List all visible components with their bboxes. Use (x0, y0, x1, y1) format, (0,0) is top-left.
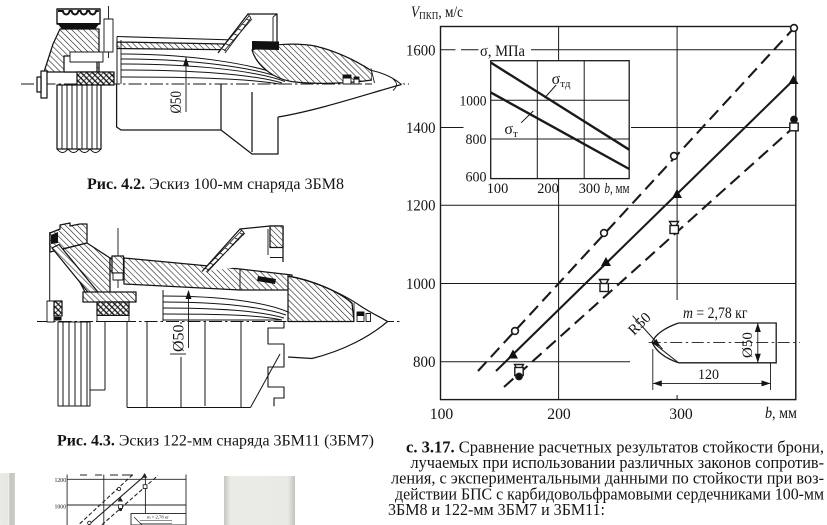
svg-text:ления, с экспериментальными да: ления, с экспериментальными данными по с… (391, 469, 824, 488)
svg-text:600: 600 (466, 170, 487, 186)
svg-text:VПКП, м/с: VПКП, м/с (411, 4, 463, 22)
svg-text:1000: 1000 (406, 276, 436, 293)
svg-text:200: 200 (547, 406, 571, 423)
svg-text:m = 2,78 кг: m = 2,78 кг (683, 305, 748, 322)
svg-text:800: 800 (466, 132, 487, 148)
svg-text:1000: 1000 (55, 504, 67, 511)
svg-text:100: 100 (430, 406, 454, 423)
svg-text:300: 300 (669, 406, 693, 423)
svg-text:Рис. 4.2. Эскиз 100-мм снаряда: Рис. 4.2. Эскиз 100-мм снаряда 3БМ8 (87, 176, 344, 193)
svg-text:Ø50: Ø50 (740, 332, 756, 358)
svg-text:1200: 1200 (406, 198, 436, 215)
svg-text:σ, МПа: σ, МПа (480, 43, 525, 60)
svg-text:120: 120 (698, 367, 719, 383)
svg-text:1400: 1400 (406, 120, 436, 137)
svg-text:1200: 1200 (55, 477, 67, 484)
svg-text:Ø50: Ø50 (171, 324, 188, 352)
svg-text:1000: 1000 (460, 93, 487, 109)
svg-text:m = 2,78 кг: m = 2,78 кг (147, 515, 169, 521)
svg-text:b, мм: b, мм (605, 181, 630, 197)
svg-text:300: 300 (579, 181, 601, 197)
svg-text:1600: 1600 (406, 42, 436, 59)
svg-text:200: 200 (537, 181, 559, 197)
svg-text:800: 800 (413, 354, 436, 371)
svg-text:b, мм: b, мм (765, 405, 797, 422)
svg-text:3БМ8 и 122-мм 3БМ7 и 3БМ11:: 3БМ8 и 122-мм 3БМ7 и 3БМ11: (388, 500, 605, 519)
svg-text:с. 3.17. Сравнение расчетных р: с. 3.17. Сравнение расчетных результатов… (406, 438, 824, 457)
svg-text:Ø50: Ø50 (168, 91, 185, 114)
svg-text:действии БПС с карбидовольфрам: действии БПС с карбидовольфрамовыми серд… (395, 484, 824, 503)
svg-text:Рис. 4.3. Эскиз 122-мм снаряда: Рис. 4.3. Эскиз 122-мм снаряда 3БМ11 (3Б… (57, 433, 374, 450)
svg-text:лучаемых при использовании раз: лучаемых при использовании различных зак… (411, 453, 825, 472)
svg-text:100: 100 (487, 181, 509, 197)
